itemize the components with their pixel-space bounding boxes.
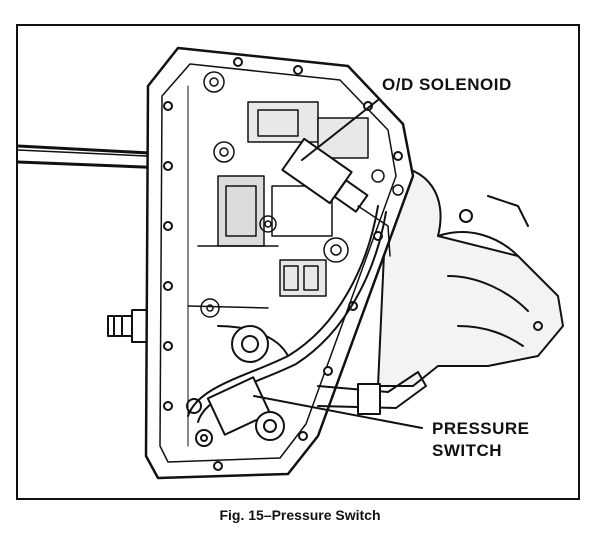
shaft <box>18 144 170 170</box>
pressure-switch-label-line1: PRESSURE <box>432 419 530 438</box>
figure-caption: Fig. 15–Pressure Switch <box>219 507 381 523</box>
valve-body-internals <box>187 71 404 447</box>
transmission-valve-body-illustration <box>18 46 564 480</box>
pressure-switch-label: PRESSURE SWITCH <box>432 418 530 462</box>
figure-frame: O/D SOLENOID PRESSURE SWITCH <box>16 24 580 500</box>
side-bolt <box>107 309 153 343</box>
od-solenoid <box>281 137 391 257</box>
pressure-switch-leader-line <box>253 395 423 429</box>
od-solenoid-label: O/D SOLENOID <box>382 75 512 94</box>
pressure-switch-label-line2: SWITCH <box>432 441 503 460</box>
cooler-line <box>317 371 427 415</box>
pan-bolt-holes <box>163 57 403 471</box>
od-solenoid-leader-line <box>301 99 379 161</box>
pressure-switch <box>186 325 285 447</box>
